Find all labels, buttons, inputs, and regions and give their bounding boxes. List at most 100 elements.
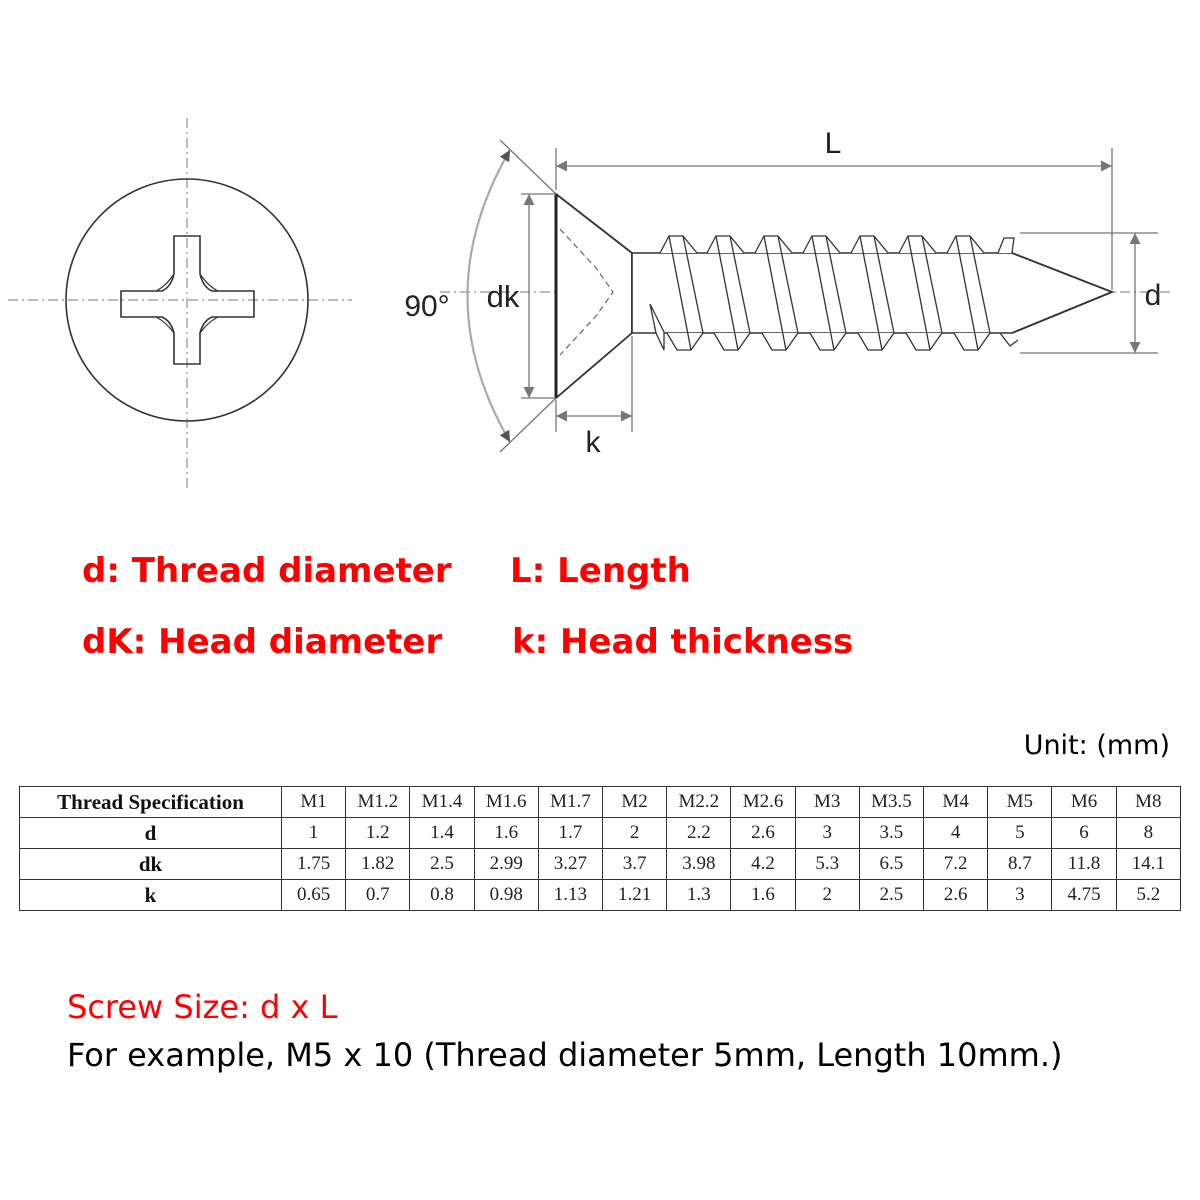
table-cell: 4.2 — [730, 848, 796, 880]
thread-crest-bottom — [761, 332, 799, 351]
head-outline — [65, 178, 309, 422]
legend-thread-diameter: d: Thread diameter — [82, 551, 452, 591]
thread-flank — [825, 235, 847, 334]
column-header: M1.2 — [345, 786, 411, 818]
column-header: M1.7 — [537, 786, 604, 818]
thread-flank — [921, 235, 943, 334]
dimension-thread-diameter — [1020, 232, 1158, 354]
table-cell: 2.5 — [409, 848, 475, 880]
column-header: M6 — [1051, 786, 1117, 818]
table-cell: 4 — [923, 817, 989, 849]
column-header: M8 — [1115, 786, 1182, 818]
thread-diameter-label: d — [1145, 279, 1162, 312]
recess-hidden-line — [559, 228, 614, 356]
thread-start-notch — [649, 303, 665, 351]
thread-crest-bottom — [666, 332, 704, 351]
thread-crest-bottom — [999, 332, 1019, 347]
table-cell: 3.5 — [858, 817, 925, 849]
thread-crest-top — [802, 235, 841, 254]
table-cell: 2.2 — [666, 817, 732, 849]
table-cell: 11.8 — [1051, 848, 1117, 880]
table-cell: 2.6 — [730, 817, 796, 849]
table-cell: 6 — [1051, 817, 1117, 849]
table-cell: 3 — [794, 817, 860, 849]
column-header: M5 — [987, 786, 1053, 818]
table-cell: 1.4 — [409, 817, 475, 849]
column-header: M3 — [794, 786, 860, 818]
thread-flank — [668, 235, 692, 351]
point-tip — [1011, 252, 1115, 334]
table-cell: 1.6 — [473, 817, 539, 849]
table-cell: 0.98 — [473, 879, 539, 911]
head-diameter-label: dk — [487, 279, 520, 314]
cross-recess-arcs — [155, 273, 219, 334]
table-cell: 1.2 — [345, 817, 411, 849]
thread-flank — [682, 235, 704, 334]
table-cell: 1.3 — [666, 879, 732, 911]
thread-flank — [907, 235, 931, 351]
dimension-angle — [466, 139, 557, 453]
table-cell: 5 — [987, 817, 1053, 849]
thread-flank — [859, 235, 883, 351]
thread-crest-top — [659, 235, 698, 254]
screw-side-view — [440, 192, 1170, 400]
angle-label: 90° — [404, 290, 449, 323]
column-header: M1 — [280, 786, 347, 818]
thread-crest-bottom — [953, 332, 991, 351]
column-header: M2 — [602, 786, 668, 818]
table-cell: 0.65 — [280, 879, 347, 911]
table-cell: 0.8 — [409, 879, 475, 911]
thread-flank — [811, 235, 835, 351]
row-label: k — [19, 879, 282, 911]
example-note: For example, M5 x 10 (Thread diameter 5m… — [67, 1036, 1063, 1074]
dimension-length — [555, 148, 1113, 290]
thread-flank — [873, 235, 895, 334]
dimension-head-thickness — [555, 336, 633, 432]
table-cell: 2.6 — [923, 879, 989, 911]
column-header: M2.6 — [730, 786, 796, 818]
table-cell: 1.21 — [602, 879, 668, 911]
table-cell: 2.5 — [858, 879, 925, 911]
legend-head-diameter: dK: Head diameter — [82, 622, 443, 662]
thread-crest-bottom — [905, 332, 943, 351]
table-cell: 4.75 — [1051, 879, 1117, 911]
row-label: dk — [19, 848, 282, 880]
legend-length: L: Length — [510, 551, 691, 591]
thread-crest-bottom — [713, 332, 751, 351]
table-cell: 1.7 — [537, 817, 604, 849]
table-cell: 5.2 — [1115, 879, 1182, 911]
table-cell: 0.7 — [345, 879, 411, 911]
screw-threads — [649, 235, 1019, 351]
unit-label: Unit: (mm) — [1023, 730, 1170, 761]
centerlines — [8, 118, 352, 490]
thread-crest-bottom — [857, 332, 895, 351]
column-header: M3.5 — [858, 786, 925, 818]
header-label: Thread Specification — [19, 786, 282, 818]
table-cell: 1.13 — [537, 879, 604, 911]
column-header: M4 — [923, 786, 989, 818]
thread-flank — [955, 235, 979, 351]
thread-crest-top — [850, 235, 889, 254]
column-header: M1.4 — [409, 786, 475, 818]
column-header: M1.6 — [473, 786, 539, 818]
thread-crest-top — [946, 235, 985, 254]
table-cell: 14.1 — [1115, 848, 1182, 880]
head-thickness-label: k — [586, 426, 602, 459]
table-cell: 2 — [794, 879, 860, 911]
row-label: d — [19, 817, 282, 849]
thread-crest-top — [706, 235, 745, 254]
screw-head — [555, 192, 633, 400]
table-cell: 7.2 — [923, 848, 989, 880]
legend-head-thickness: k: Head thickness — [512, 622, 854, 662]
table-cell: 1.82 — [345, 848, 411, 880]
table-cell: 3.7 — [602, 848, 668, 880]
thread-flank — [763, 235, 787, 351]
table-cell: 1.75 — [280, 848, 347, 880]
phillips-cross-icon — [120, 235, 255, 365]
screw-diagram: L dk k d 90° — [8, 118, 1170, 490]
